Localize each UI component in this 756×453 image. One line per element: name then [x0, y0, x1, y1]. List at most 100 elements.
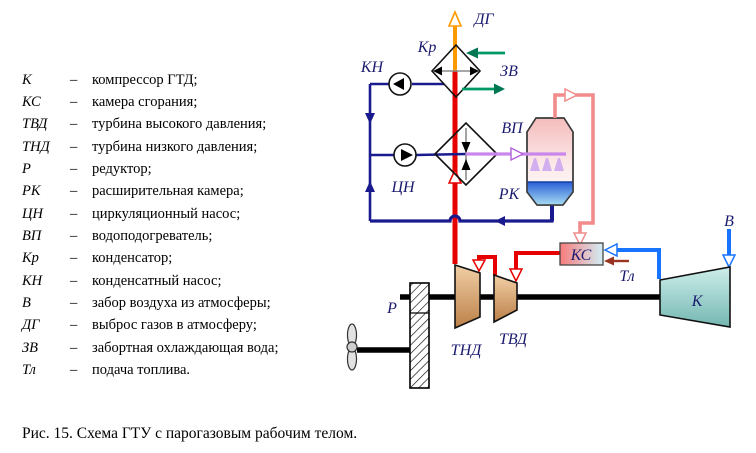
condenser-kr — [430, 43, 482, 99]
legend-item: Р –редуктор; — [22, 158, 352, 180]
legend-dash: – — [70, 228, 78, 245]
legend-item: ВП–водоподогреватель; — [22, 225, 352, 247]
legend-desc: конденсатный насос; — [92, 272, 222, 289]
legend-abbr: Р — [22, 161, 31, 178]
cn-discharge-line — [415, 152, 467, 157]
legend-abbr: РК — [22, 183, 41, 200]
label-zv: ЗВ — [500, 63, 518, 80]
ks-to-tvd-line — [514, 251, 560, 269]
heat-arrow-left-icon — [433, 66, 442, 76]
legend-dash: – — [70, 71, 78, 88]
label-k: К — [691, 293, 704, 310]
legend-desc: расширительная камера; — [92, 183, 244, 200]
gearbox — [409, 282, 430, 389]
legend-abbr: КС — [22, 94, 41, 111]
pump-direction-icon — [401, 149, 413, 161]
legend-item: ЦН–циркуляционный насос; — [22, 203, 352, 225]
hot-water-arrow-icon — [510, 146, 525, 162]
legend-desc: редуктор; — [92, 161, 152, 178]
legend-abbr: ТВД — [22, 116, 48, 133]
legend-abbr: КН — [22, 272, 43, 289]
label-cn: ЦН — [390, 179, 416, 196]
legend-item: Кр –конденсатор; — [22, 248, 352, 270]
legend-dash: – — [70, 94, 78, 111]
gas-up-arrow-icon — [447, 168, 463, 184]
combustion-chamber-ks — [559, 242, 604, 266]
legend-abbr: В — [22, 295, 31, 312]
legend-abbr: Тл — [22, 362, 36, 379]
legend-dash: – — [70, 183, 78, 200]
label-vp: ВП — [501, 120, 524, 137]
legend-item: РК –расширительная камера; — [22, 181, 352, 203]
label-tl: Тл — [619, 268, 634, 285]
tvd-to-tnd-line — [477, 255, 497, 276]
legend-desc: компрессор ГТД; — [92, 71, 198, 88]
legend-item: Тл –подача топлива. — [22, 359, 352, 381]
figure-caption: Рис. 15. Схема ГТУ с парогазовым рабочим… — [22, 425, 358, 442]
label-kn: КН — [360, 59, 385, 76]
propeller — [346, 323, 358, 371]
fuel-arrow-icon — [604, 256, 614, 266]
legend-item: ТВД –турбина высокого давления; — [22, 114, 352, 136]
heat-arrow-up-icon — [461, 159, 471, 170]
legend-desc: забор воздуха из атмосферы; — [92, 295, 271, 312]
legend-item: КС–камера сгорания; — [22, 91, 352, 113]
legend-abbr: К — [22, 71, 32, 88]
legend-abbr: Кр — [22, 250, 39, 267]
legend-dash: – — [70, 339, 78, 356]
ks-air-arrow-icon — [603, 242, 618, 258]
turbine-tvd — [493, 273, 518, 324]
stack-arrow-icon — [447, 9, 463, 27]
steam-arrow-down-icon — [572, 232, 588, 247]
label-rk: РК — [498, 186, 521, 203]
label-r: Р — [386, 300, 397, 317]
tnd-inlet-arrow-icon — [471, 259, 487, 273]
legend-abbr: ЦН — [22, 205, 43, 222]
legend-desc: подача топлива. — [92, 362, 191, 379]
steam-line — [553, 93, 595, 236]
rk-return-line — [370, 205, 554, 223]
tvd-inlet-arrow-icon — [508, 268, 524, 283]
turbine-tnd — [454, 263, 481, 330]
legend-item: ТНД –турбина низкого давления; — [22, 136, 352, 158]
legend-desc: водоподогреватель; — [92, 228, 213, 245]
legend-desc: турбина низкого давления; — [92, 138, 258, 155]
label-ks: КС — [570, 247, 592, 264]
circulation-pump — [393, 143, 417, 167]
label-tvd: ТВД — [499, 331, 528, 348]
compressor-k — [659, 266, 731, 328]
legend-desc: турбина высокого давления; — [92, 116, 267, 133]
compressor-to-ks-line — [616, 248, 661, 279]
spray-icon — [530, 158, 564, 171]
pump-direction-icon — [393, 78, 404, 90]
condensate-pump — [388, 72, 412, 96]
legend-dash: – — [70, 272, 78, 289]
down-flow-arrow-icon — [365, 113, 375, 124]
seawater-in-arrow-icon — [466, 47, 478, 59]
label-v: В — [724, 213, 734, 230]
legend: К–компрессор ГТД; КС–камера сгорания; ТВ… — [22, 69, 352, 382]
legend-dash: – — [70, 116, 78, 133]
seawater-out-arrow-icon — [494, 83, 505, 95]
legend-abbr: ДГ — [22, 317, 40, 334]
legend-item: В –забор воздуха из атмосферы; — [22, 292, 352, 314]
legend-abbr: ЗВ — [22, 339, 39, 356]
legend-item: ЗВ–забортная охлаждающая вода; — [22, 337, 352, 359]
legend-dash: – — [70, 250, 78, 267]
legend-dash: – — [70, 295, 78, 312]
legend-dash: – — [70, 205, 78, 222]
legend-dash: – — [70, 138, 78, 155]
legend-dash: – — [70, 362, 78, 379]
legend-dash: – — [70, 317, 78, 334]
rk-water — [527, 182, 573, 205]
legend-desc: конденсатор; — [92, 250, 173, 267]
up-flow-arrow-icon — [365, 181, 375, 192]
legend-abbr: ТНД — [22, 138, 50, 155]
steam-arrow-right-icon — [564, 87, 579, 103]
heat-arrow-down-icon — [461, 142, 471, 153]
return-arrow-icon — [495, 216, 505, 226]
legend-dash: – — [70, 161, 78, 178]
legend-item: ДГ–выброс газов в атмосферу; — [22, 315, 352, 337]
